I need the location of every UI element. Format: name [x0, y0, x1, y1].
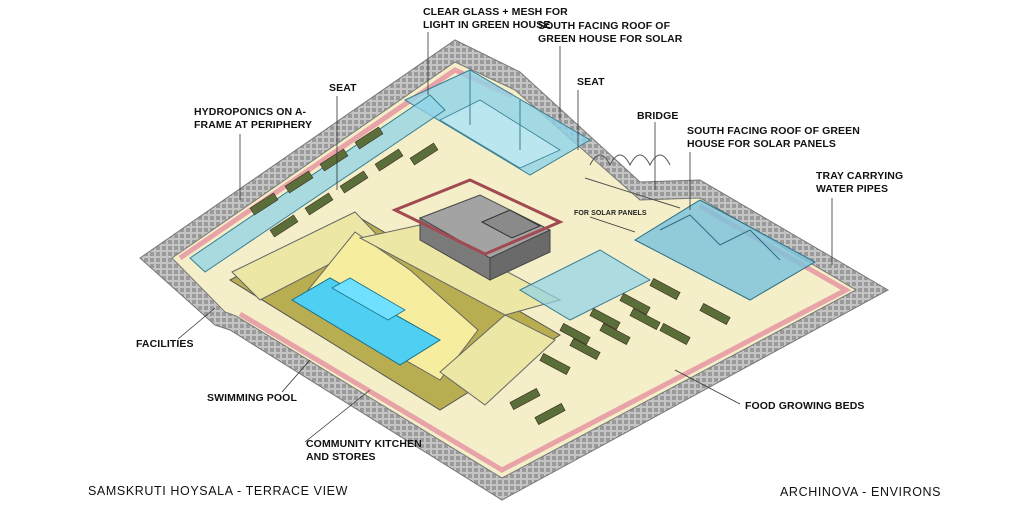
- label-clear-glass: CLEAR GLASS + MESH FOR LIGHT IN GREEN HO…: [423, 6, 568, 31]
- label-south-roof-panels: SOUTH FACING ROOF OF GREEN HOUSE FOR SOL…: [687, 125, 860, 150]
- leader-lines: [177, 32, 833, 443]
- bridge: [584, 154, 681, 209]
- label-swimming-pool: SWIMMING POOL: [207, 392, 297, 404]
- label-seat-top: SEAT: [577, 76, 605, 88]
- label-community-kitchen: COMMUNITY KITCHEN AND STORES: [306, 438, 422, 463]
- label-food-beds: FOOD GROWING BEDS: [745, 400, 865, 412]
- footer-title: SAMSKRUTI HOYSALA - TERRACE VIEW: [88, 484, 348, 498]
- label-for-solar-panels: FOR SOLAR PANELS: [574, 210, 647, 217]
- food-growing-beds-right: [509, 278, 731, 425]
- label-tray: TRAY CARRYING WATER PIPES: [816, 170, 904, 195]
- label-bridge: BRIDGE: [637, 110, 679, 122]
- greenhouse-glass-left: [403, 69, 591, 176]
- label-seat-left: SEAT: [329, 82, 357, 94]
- swimming-pool: [291, 277, 441, 366]
- facilities-block: [228, 211, 562, 411]
- label-hydroponics: HYDROPONICS ON A- FRAME AT PERIPHERY: [194, 106, 313, 131]
- greenhouse-glass-perimeter: [189, 94, 446, 273]
- food-growing-beds-left: [249, 126, 439, 238]
- label-facilities: FACILITIES: [136, 338, 194, 350]
- label-south-roof-solar: SOUTH FACING ROOF OF GREEN HOUSE FOR SOL…: [538, 20, 683, 45]
- greenhouse-glass-right: [518, 199, 817, 321]
- central-core-tower: [391, 178, 564, 281]
- footer-credit: ARCHINOVA - ENVIRONS: [780, 485, 942, 499]
